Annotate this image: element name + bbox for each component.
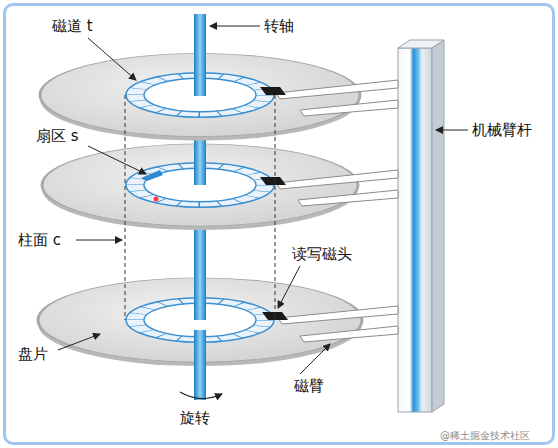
- part-label: 扇区 s: [36, 128, 79, 145]
- part-label: 转轴: [264, 18, 294, 35]
- part-label: 柱面 c: [18, 232, 61, 249]
- part-label: 读写磁头: [292, 246, 352, 263]
- part-label: 磁道 t: [52, 18, 93, 35]
- part-label: 机械臂杆: [472, 122, 532, 139]
- part-label: 旋转: [180, 410, 210, 427]
- part-label: 磁臂: [294, 378, 324, 395]
- part-label: 盘片: [18, 346, 48, 363]
- watermark: @稀土掘金技术社区: [440, 430, 530, 441]
